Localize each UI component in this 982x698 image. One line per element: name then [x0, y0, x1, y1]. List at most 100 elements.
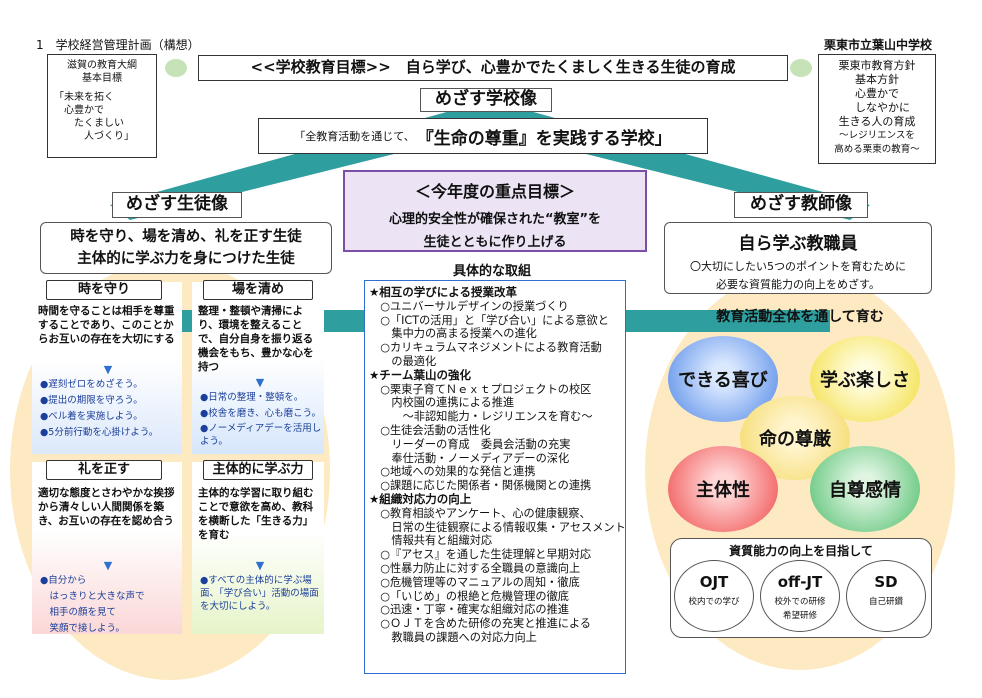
bullet-item: ●すべての主体的に学ぶ場面、「学び合い」活動の場面を大切にしよう。 [200, 575, 319, 612]
box-shutai [192, 462, 324, 634]
shiga-line: 滋賀の教育大綱 [67, 60, 137, 71]
triangle-down-icon: ▼ [255, 376, 265, 389]
shiga-line: 人づくり」 [54, 131, 134, 142]
shiga-box: 滋賀の教育大綱 基本目標 「未来を拓く 心豊かで たくましい 人づくり」 [47, 54, 157, 158]
triangle-down-icon: ▼ [255, 559, 265, 572]
focus-line2: 生徒とともに作り上げる [423, 235, 567, 250]
ritto-line: 基本方針 [855, 73, 899, 86]
focus-box: ＜今年度の重点目標＞ 心理的安全性が確保された“教室”を 生徒とともに作り上げる [343, 170, 647, 252]
offjt-circle: off-JT 校外での研修 希望研修 [760, 560, 840, 632]
ojt-circle: OJT 校内での学び [674, 560, 754, 632]
teacher-line1: 〇大切にしたい5つのポイントを育むために [690, 260, 906, 273]
bullet-item: 相手の顔を見て [40, 607, 117, 618]
bullet-item: 笑顔で接しよう。 [40, 623, 125, 634]
school-image-prefix: 「全教育活動を通じて、 [294, 130, 415, 143]
offjt-name: off-JT [777, 573, 823, 591]
concrete-item: ○「いじめ」の根絶と危機管理の徹底 [369, 589, 569, 603]
school-image-box: 「全教育活動を通じて、 『生命の尊重』を実践する学校」 [258, 118, 708, 154]
bullet-item: ●ノーメディアデーを活用しよう。 [200, 423, 322, 447]
shiga-line: 心豊かで [54, 105, 104, 116]
concrete-item: リーダーの育成 委員会活動の充実 [369, 437, 571, 451]
box-rei-text: 適切な態度とさわやかな挨拶から清々しい人間関係を築き、お互いの存在を認め合う [38, 487, 175, 527]
bullet-item: ●校舎を磨き、心も磨こう。 [200, 408, 322, 419]
bullet-item: ●自分から [40, 575, 87, 586]
concrete-item: 情報共有と組織対応 [369, 534, 493, 548]
box-toki-bullets: ●遅刻ゼロをめざそう。 ●提出の期限を守ろう。 ●ベル着を実施しよう。 ●5分前… [40, 377, 180, 441]
box-shutai-text: 主体的な学習に取り組むことで意欲を高め、教科を横断した「生きる力」を育む [198, 487, 314, 541]
concrete-item: ○生徒会活動の活性化 [369, 423, 491, 437]
box-ba-text: 整理・整頓や清掃により、環境を整えることで、自分自身を振り返る機会をもち、豊かな… [198, 305, 314, 373]
concrete-heading: ★相互の学びによる授業改革 [369, 285, 517, 299]
teacher-title: 自ら学ぶ教職員 [738, 234, 858, 254]
ojt-sub: 校内での学び [688, 597, 740, 607]
box-ba-bullets: ●日常の整理・整頓を。 ●校舎を磨き、心も磨こう。 ●ノーメディアデーを活用しよ… [200, 390, 324, 448]
shiga-line: 基本目標 [82, 73, 122, 84]
school-image-main: 『生命の尊重』を実践する学校」 [416, 128, 672, 149]
concrete-item: ○栗東子育てＮｅｘｔプロジェクトの校区 [369, 382, 592, 396]
student-line1: 時を守り、場を清め、礼を正す生徒 [70, 229, 302, 245]
student-label: めざす生徒像 [112, 192, 242, 218]
header-right: 栗東市立葉山中学校 [823, 38, 932, 52]
concrete-lines: ★相互の学びによる授業改革 ○ユニバーサルデザインの授業づくり ○「ICTの活用… [369, 285, 626, 645]
concrete-item: 集中力の高まる授業への進化 [369, 327, 537, 341]
focus-title: ＜今年度の重点目標＞ [414, 182, 575, 201]
bullet-item: はっきりと大きな声で [40, 591, 145, 602]
quality-title: 資質能力の向上を目指して [729, 544, 873, 558]
concrete-item: ○「ICTの活用」と「学び合い」による意欲と [369, 313, 609, 327]
concrete-heading: ★組織対応力の向上 [369, 491, 472, 506]
concrete-heading: ★チーム葉山の強化 [369, 367, 471, 382]
box-rei-bullets: ●自分から はっきりと大きな声で 相手の顔を見て 笑顔で接しよう。 [40, 573, 180, 637]
concrete-title: 具体的な取組 [452, 264, 531, 279]
concrete-item: ○ＯＪＴを含めた研修の充実と推進による [369, 617, 591, 631]
shiga-line: たくましい [54, 118, 124, 129]
concrete-item: ○課題に応じた関係者・関係機関との連携 [369, 479, 592, 493]
header-left: 1 学校経営管理計画（構想） [36, 38, 200, 52]
concrete-item: 内校園の連携による推進 [369, 396, 515, 410]
box-ba-title: 場を清め [203, 280, 313, 300]
school-image-label: めざす学校像 [420, 88, 552, 112]
teacher-statement: 自ら学ぶ教職員 〇大切にしたい5つのポイントを育むために 必要な資質能力の向上を… [664, 222, 932, 294]
ritto-line: 栗東市教育方針 [838, 59, 916, 72]
sd-circle: SD 自己研鑽 [846, 560, 926, 632]
concrete-item: ○教育相談やアンケート、心の健康観察、 [369, 506, 591, 520]
concrete-item: 奉仕活動・ノーメディアデーの深化 [369, 451, 570, 465]
concrete-item: ○危機管理等のマニュアルの周知・徹底 [369, 575, 580, 589]
offjt-sub2: 希望研修 [782, 611, 817, 621]
main-goal: <<学校教育目標>> 自ら学び、心豊かでたくましく生きる生徒の育成 [198, 55, 788, 81]
concrete-item: ○カリキュラムマネジメントによる教育活動 [369, 341, 602, 355]
box-rei [32, 462, 182, 634]
green-dot-right [790, 59, 812, 77]
concrete-item: ○『アセス』を通した生徒理解と早期対応 [369, 548, 592, 562]
teacher-line2: 必要な資質能力の向上をめざす。 [716, 278, 880, 291]
triangle-down-icon: ▼ [103, 559, 113, 572]
focus-line1: 心理的安全性が確保された“教室”を [388, 212, 602, 227]
box-toki-text: 時間を守ることは相手を尊重することであり、このことからお互いの存在を大切にする [38, 305, 175, 345]
ojt-name: OJT [699, 573, 729, 591]
green-dot-left [165, 59, 187, 77]
ritto-line: 高める栗東の教育～ [834, 144, 920, 155]
bullet-item: ●5分前行動を心掛けよう。 [40, 427, 159, 438]
concrete-item: ○性暴力防止に対する全職員の意識向上 [369, 561, 581, 575]
bullet-item: ●提出の期限を守ろう。 [40, 395, 143, 406]
student-line2: 主体的に学ぶ力を身につけた生徒 [77, 251, 295, 267]
offjt-sub: 校外での研修 [774, 597, 826, 607]
concrete-item: ○地域への効果的な発信と連携 [369, 465, 536, 479]
teacher-label: めざす教師像 [734, 192, 868, 218]
box-shutai-bullets: ●すべての主体的に学ぶ場面、「学び合い」活動の場面を大切にしよう。 [200, 574, 324, 613]
shiga-line: 「未来を拓く [54, 92, 114, 103]
concrete-item: 日常の生徒観察による情報収集・アセスメント・ [369, 520, 626, 534]
concrete-item: ○ユニバーサルデザインの授業づくり [369, 299, 569, 313]
circle-shutaisei: 主体性 [668, 446, 778, 532]
ritto-line: 心豊かで [855, 87, 899, 100]
sd-name: SD [874, 573, 898, 591]
student-statement: 時を守り、場を清め、礼を正す生徒 主体的に学ぶ力を身につけた生徒 [40, 222, 332, 274]
ritto-box: 栗東市教育方針 基本方針 心豊かで しなやかに 生きる人の育成 ～レジリエンスを… [818, 54, 936, 164]
concrete-box: ★相互の学びによる授業改革 ○ユニバーサルデザインの授業づくり ○「ICTの活用… [364, 280, 626, 674]
box-shutai-title: 主体的に学ぶ力 [203, 460, 313, 480]
triangle-down-icon: ▼ [103, 363, 113, 376]
box-rei-title: 礼を正す [46, 460, 162, 480]
concrete-item: ○迅速・丁寧・確実な組織対応の推進 [369, 603, 569, 617]
box-toki [32, 282, 182, 454]
bullet-item: ●日常の整理・整頓を。 [200, 392, 304, 403]
nurture-title: 教育活動全体を通して育む [716, 309, 884, 325]
